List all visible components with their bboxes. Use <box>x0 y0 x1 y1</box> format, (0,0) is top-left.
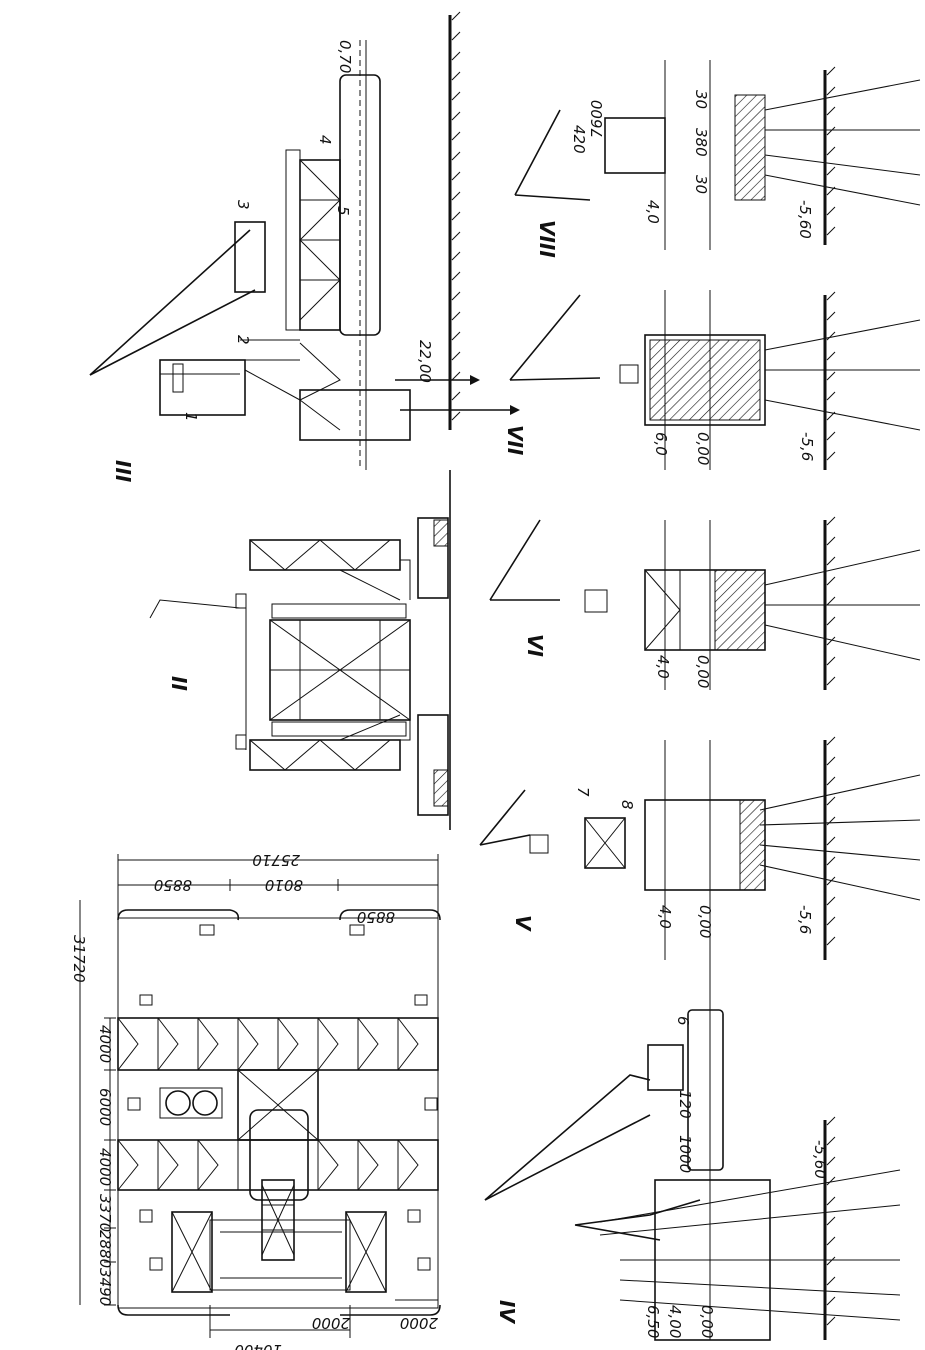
dim-segment-5: 6000 <box>96 1088 114 1126</box>
p4-dim-1: 120 <box>676 1090 694 1119</box>
dim-bottom-a: 10400 <box>234 1341 282 1350</box>
panel-viii-drawing <box>514 60 921 250</box>
dim-total-length: 31720 <box>70 935 88 983</box>
p4-level-2: 4,00 <box>666 1305 684 1338</box>
p5-level-3: -5,6 <box>796 905 814 934</box>
p8-dim-4: 380 <box>692 128 710 157</box>
panel-label-viii: VIII <box>535 220 559 258</box>
plan-view <box>79 854 441 1338</box>
p8-dim-2: 7600 <box>588 100 606 138</box>
callout-1: 1 <box>182 412 200 422</box>
panel-vii-drawing <box>509 290 921 470</box>
p8-dim-3: 30 <box>692 90 710 109</box>
p7-level-1: 6,0 <box>652 432 670 456</box>
p4-level-1: 6,50 <box>644 1305 662 1338</box>
panel-label-vi: VI <box>523 634 547 657</box>
panel-label-v: V <box>511 915 535 932</box>
p6-level-2: 0,00 <box>694 655 712 688</box>
p3-level-b: 22,00 <box>416 340 434 383</box>
p7-level-2: 0,00 <box>694 432 712 465</box>
dim-segment-6: 4000 <box>96 1025 114 1063</box>
dim-segment-1: 3490 <box>96 1268 114 1306</box>
dim-total-width: 25710 <box>252 851 300 869</box>
p8-level-2: -5,60 <box>796 200 814 239</box>
callout-7: 7 <box>574 787 592 797</box>
dim-bottom-c: 2000 <box>400 1314 438 1332</box>
panel-label-ii: II <box>167 676 191 691</box>
callout-8: 8 <box>618 800 636 810</box>
panel-iii-drawing <box>89 11 520 470</box>
panel-vi-drawing <box>489 516 921 690</box>
callout-4: 4 <box>316 135 334 145</box>
p7-level-3: -5,6 <box>798 432 816 461</box>
dim-width-part-2: 8010 <box>265 876 303 894</box>
callout-6: 6 <box>674 1016 692 1026</box>
panel-label-iv: IV <box>495 1300 519 1324</box>
panel-ii-drawing <box>149 470 451 830</box>
dim-segment-3: 3370 <box>96 1194 114 1232</box>
p5-level-2: 0,00 <box>696 905 714 938</box>
panel-iv-drawing <box>484 960 901 1341</box>
p4-level-3: 0,00 <box>698 1305 716 1338</box>
p3-level-a: 0,70 <box>336 40 354 73</box>
p5-level-1: 4,0 <box>656 905 674 929</box>
panel-label-vii: VII <box>503 425 527 456</box>
p8-level-1: 4,0 <box>644 200 662 224</box>
p4-level-4: -5,60 <box>811 1140 829 1179</box>
dim-segment-4: 4000 <box>96 1148 114 1186</box>
callout-2: 2 <box>234 335 252 345</box>
p6-level-1: 4,0 <box>654 655 672 679</box>
p8-dim-1: 420 <box>570 125 588 154</box>
dim-segment-2: 2880 <box>96 1230 114 1268</box>
p4-dim-2: 1000 <box>676 1135 694 1173</box>
dim-bottom-b: 2000 <box>312 1314 350 1332</box>
dim-width-part-3: 8850 <box>357 908 395 926</box>
callout-5: 5 <box>334 206 352 216</box>
dim-width-part-1: 8850 <box>154 876 192 894</box>
callout-3: 3 <box>234 200 252 210</box>
panel-label-iii: III <box>111 460 135 483</box>
p8-dim-5: 30 <box>692 175 710 194</box>
panel-v-drawing <box>479 736 921 960</box>
